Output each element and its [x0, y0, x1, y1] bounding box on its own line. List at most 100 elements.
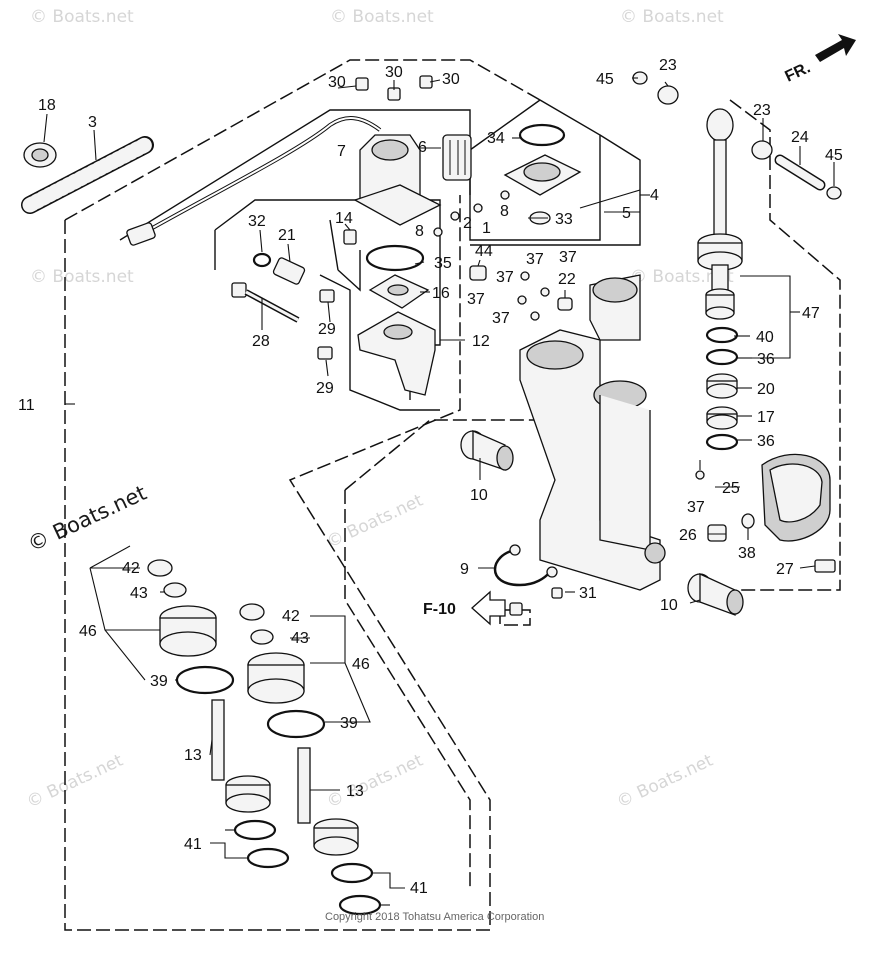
part-valve-21 — [252, 252, 306, 285]
part-oring-39a — [175, 665, 235, 695]
callout-39: 39 — [150, 673, 168, 690]
callout-31: 31 — [579, 585, 597, 602]
callout-47: 47 — [802, 305, 820, 322]
watermark: © Boats.net — [614, 750, 717, 812]
callout-30: 30 — [442, 71, 460, 88]
callout-35: 35 — [434, 255, 452, 272]
callout-20: 20 — [757, 381, 775, 398]
part-piston-13b — [297, 747, 359, 856]
part-plug-44 — [469, 265, 487, 281]
watermark: © Boats.net — [630, 267, 734, 287]
part-seal-43a — [163, 582, 187, 598]
group-frame-inner-lower — [344, 490, 471, 890]
part-37c — [517, 295, 527, 305]
part-pin-10a — [460, 430, 514, 471]
part-ring-42a — [147, 559, 173, 577]
part-tilt-rod-47 — [697, 108, 743, 320]
watermark: © Boats.net — [324, 750, 427, 812]
part-2 — [450, 211, 460, 221]
callout-23: 23 — [753, 102, 771, 119]
front-direction-arrow: FR. — [783, 34, 856, 86]
callout-33: 33 — [555, 211, 573, 228]
callout-41: 41 — [410, 880, 428, 897]
part-pump-cylinder — [442, 134, 472, 181]
callout-5: 5 — [622, 205, 631, 222]
callout-6: 6 — [418, 139, 427, 156]
bracket-29 — [319, 274, 440, 411]
callout-37: 37 — [492, 310, 510, 327]
watermark: © Boats.net — [620, 7, 724, 27]
callout-10: 10 — [470, 487, 488, 504]
bracket-4 — [470, 134, 641, 246]
part-harness-7 — [126, 116, 382, 246]
part-22 — [557, 297, 573, 311]
callout-16: 16 — [432, 285, 450, 302]
part-ring-36a — [705, 348, 739, 366]
callout-46: 46 — [79, 623, 97, 640]
part-pin-10b — [687, 572, 744, 616]
part-bolt-28 — [231, 282, 300, 323]
watermark: © Boats.net — [30, 267, 134, 287]
part-valve-16 — [368, 274, 430, 309]
callout-40: 40 — [756, 329, 774, 346]
part-clip-45b — [826, 186, 842, 200]
part-ring-41b — [246, 847, 290, 869]
part-tilt-cylinder-body — [519, 274, 666, 591]
part-anode-25 — [761, 453, 831, 542]
part-ring-40 — [705, 326, 739, 344]
callout-37: 37 — [526, 251, 544, 268]
part-cap-46a — [159, 605, 217, 657]
front-direction-label: FR. — [783, 59, 814, 85]
part-seal-43b — [250, 629, 274, 645]
watermark: © Boats.net — [330, 7, 434, 27]
part-bolt-30a — [355, 77, 369, 91]
callout-10: 10 — [660, 597, 678, 614]
callout-2: 2 — [463, 215, 472, 232]
callout-13: 13 — [346, 783, 364, 800]
callout-46: 46 — [352, 656, 370, 673]
callout-8: 8 — [500, 203, 509, 220]
callout-26: 26 — [679, 527, 697, 544]
part-ground-wire-9 — [493, 544, 558, 587]
part-17 — [706, 406, 738, 430]
callout-30: 30 — [385, 64, 403, 81]
callout-1: 1 — [482, 220, 491, 237]
callout-29: 29 — [316, 380, 334, 397]
part-oring-39b — [266, 709, 326, 739]
bracket-14 — [329, 219, 361, 292]
callout-12: 12 — [472, 333, 490, 350]
part-1 — [473, 203, 483, 213]
part-cap-46b — [247, 652, 305, 704]
part-bolt-29b — [317, 346, 333, 360]
callout-14: 14 — [335, 210, 353, 227]
callout-36: 36 — [757, 433, 775, 450]
part-nut-26 — [707, 524, 727, 542]
part-motor-6 — [353, 134, 442, 226]
part-37d — [530, 311, 540, 321]
part-bolt-29a — [319, 289, 335, 303]
callout-41: 41 — [184, 836, 202, 853]
part-reservoir-12 — [357, 311, 436, 396]
callout-23: 23 — [659, 57, 677, 74]
group-frame-inner — [344, 419, 561, 491]
leader-lines — [43, 77, 835, 906]
callout-36: 36 — [757, 351, 775, 368]
part-oring-35 — [365, 244, 425, 272]
callout-4: 4 — [650, 187, 659, 204]
part-8a — [433, 227, 443, 237]
part-pin-24 — [774, 154, 826, 191]
callout-43: 43 — [291, 630, 309, 647]
part-bolt-ref — [509, 602, 523, 616]
callout-34: 34 — [487, 130, 505, 147]
callout-32: 32 — [248, 213, 266, 230]
callout-29: 29 — [318, 321, 336, 338]
callout-22: 22 — [558, 271, 576, 288]
watermark: © Boats.net — [30, 7, 134, 27]
callout-45: 45 — [596, 71, 614, 88]
part-ring-42b — [239, 603, 265, 621]
callout-3: 3 — [88, 114, 97, 131]
callout-27: 27 — [776, 561, 794, 578]
callout-45: 45 — [825, 147, 843, 164]
reference-f10[interactable]: F-10 — [423, 590, 506, 626]
part-ring-36b — [705, 433, 739, 451]
